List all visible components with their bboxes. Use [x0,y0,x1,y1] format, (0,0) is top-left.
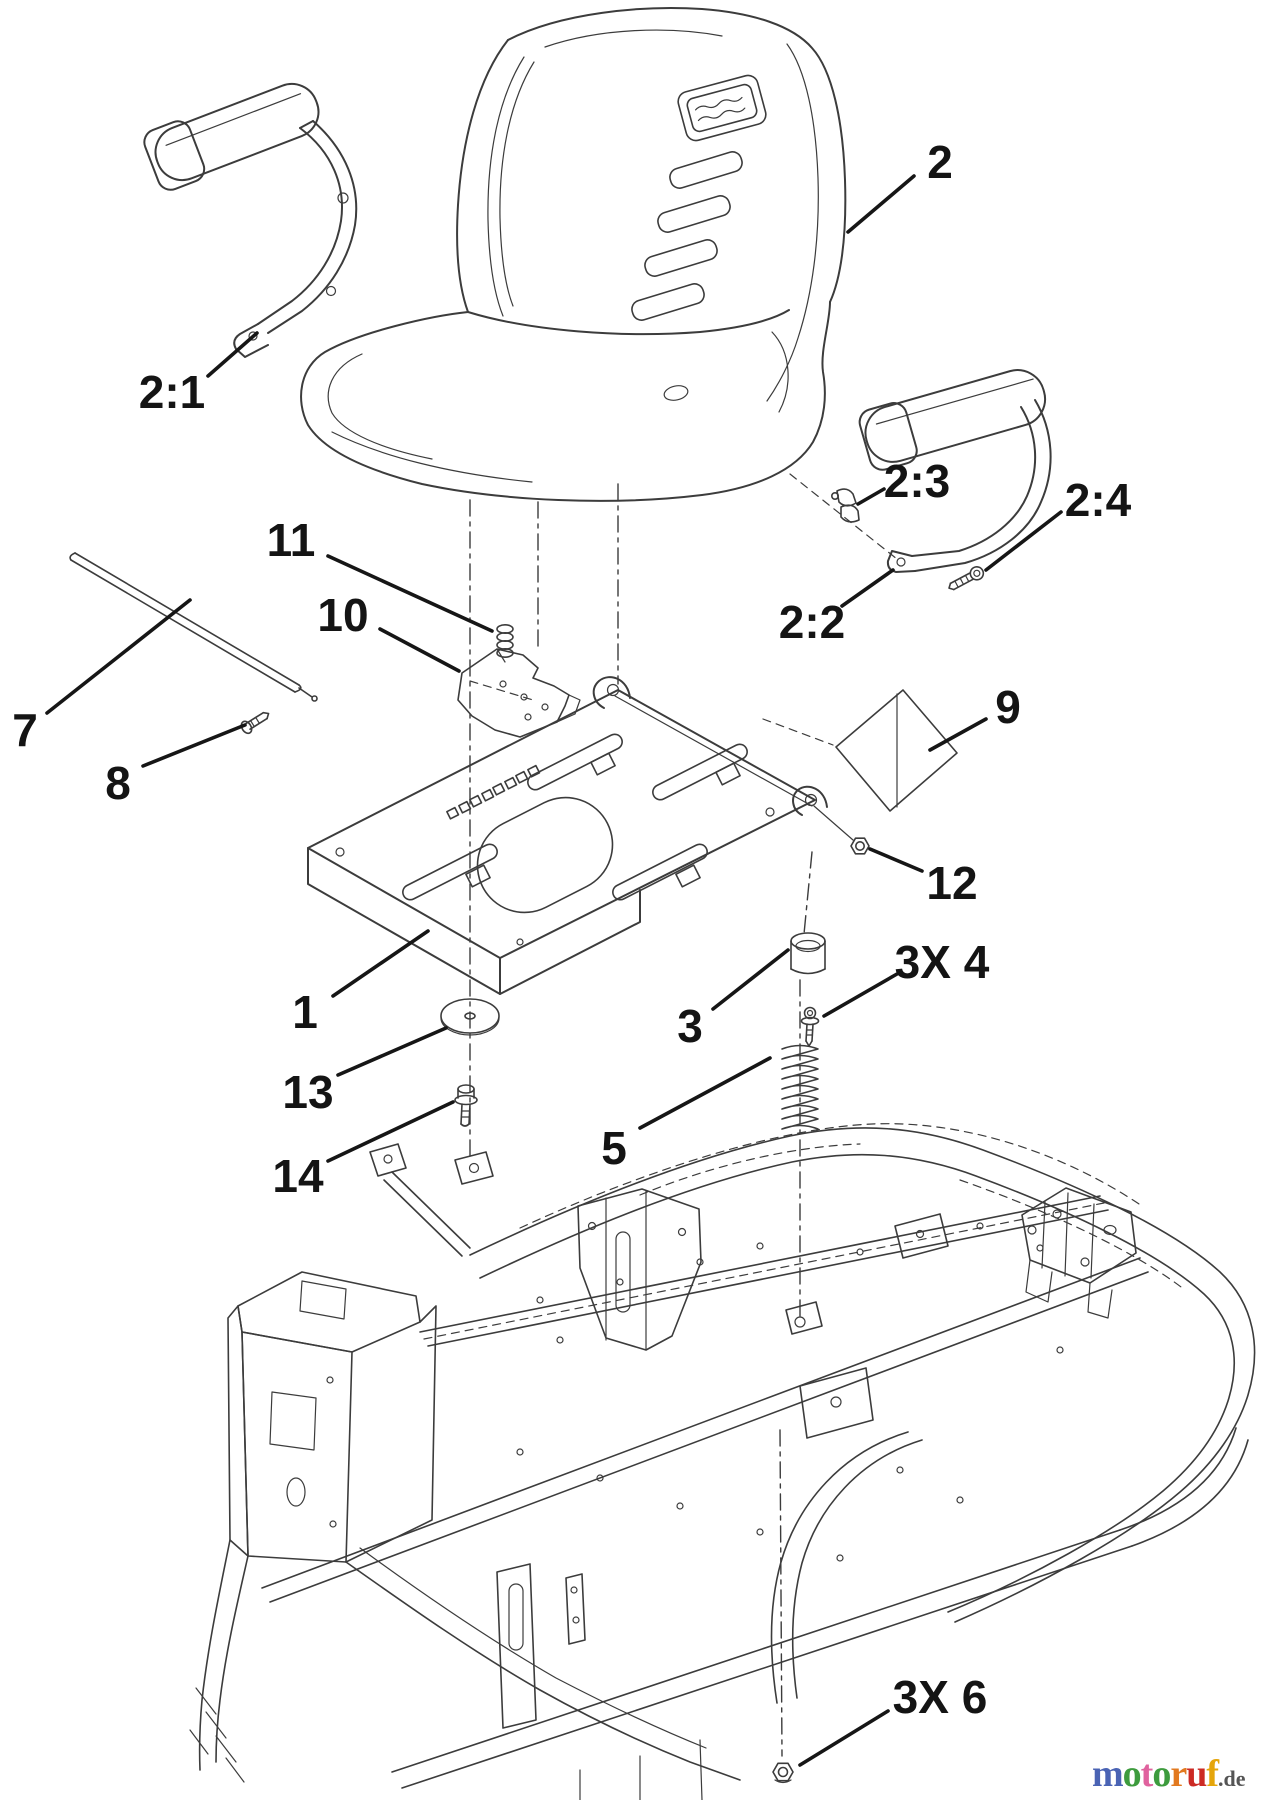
brand-badge [677,74,767,142]
svg-text:2:1: 2:1 [139,366,205,418]
svg-text:3X 6: 3X 6 [893,1671,988,1723]
svg-text:12: 12 [926,857,977,909]
armrest-clamp [830,488,860,523]
callout-2-1: 2:1 [139,331,259,418]
flange-nut-6 [772,1762,794,1784]
callout-10: 10 [317,589,461,673]
rod-screw [240,711,270,735]
watermark-suffix: .de [1217,1766,1246,1791]
svg-text:2:2: 2:2 [779,596,845,648]
callout-7: 7 [12,598,192,756]
armrest-left [143,82,358,358]
watermark-letter: m [1092,1753,1124,1795]
watermark-letter: t [1140,1753,1154,1795]
watermark-letter: f [1206,1753,1219,1795]
callout-3x6: 3X 6 [798,1671,988,1767]
seat-plate [307,676,828,995]
callout-11: 11 [267,514,494,633]
svg-text:7: 7 [12,704,38,756]
screw-4 [800,1006,820,1047]
callout-3x4: 3X 4 [822,936,990,1018]
svg-text:13: 13 [282,1066,333,1118]
latch-spring [496,623,514,658]
svg-text:1: 1 [292,986,318,1038]
callout-9: 9 [928,681,1021,752]
seat-cushion [300,301,831,502]
watermark-letter: o [1122,1753,1142,1795]
svg-text:5: 5 [601,1122,627,1174]
callout-3: 3 [677,948,790,1052]
callout-12: 12 [868,847,978,909]
seat-back [456,7,847,402]
armrest-right [858,369,1052,573]
svg-text:11: 11 [267,514,316,566]
watermark-letter: r [1170,1753,1187,1795]
decal [835,689,958,812]
svg-text:3: 3 [677,1000,703,1052]
watermark-logo: motoruf.de [1092,1752,1245,1796]
seat-vent-slots [631,151,743,321]
callout-14: 14 [272,1100,455,1202]
svg-text:14: 14 [272,1150,324,1202]
svg-text:3X 4: 3X 4 [895,936,990,988]
svg-text:2:4: 2:4 [1065,474,1132,526]
flange-nut-12 [813,805,870,855]
svg-text:10: 10 [317,589,368,641]
assembly-axes [469,473,898,1757]
adjuster-rod [69,552,318,702]
callout-2: 2 [846,136,953,234]
watermark-word: motoruf [1092,1753,1219,1795]
svg-text:2: 2 [927,136,953,188]
callout-2-2: 2:2 [779,568,895,648]
callout-2-3: 2:3 [856,455,950,507]
frame [189,1123,1256,1800]
svg-text:8: 8 [105,757,131,809]
callouts: 2 2:1 2:2 2:3 2:4 7 8 11 [12,136,1132,1767]
bumper [790,932,826,975]
callout-2-4: 2:4 [984,474,1132,572]
svg-text:2:3: 2:3 [884,455,950,507]
svg-text:9: 9 [995,681,1021,733]
watermark-letter: o [1152,1753,1171,1795]
callout-13: 13 [282,1026,448,1118]
armrest-screw [948,566,985,591]
watermark-letter: u [1186,1753,1207,1795]
callout-5: 5 [601,1056,772,1174]
callout-8: 8 [105,723,247,809]
latch-bracket [457,648,581,738]
bolt-14 [454,1084,478,1127]
seat-plate-cutouts [335,733,775,946]
callout-1: 1 [292,929,430,1038]
